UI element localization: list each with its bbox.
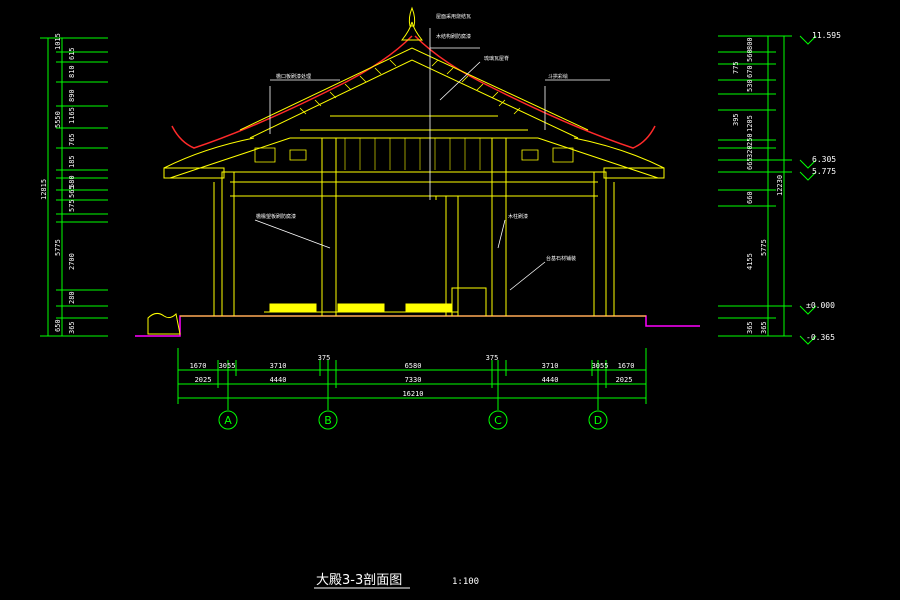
bottom-dimension-chain [177, 348, 647, 410]
dim-bottom-r1-4: 6580 [405, 362, 422, 370]
right-dimension-chain [718, 35, 792, 337]
column-a [221, 171, 235, 317]
note-platform: 台基石材铺装 [546, 255, 576, 262]
dim-right-14: 365 [746, 321, 754, 334]
elevation-markers: 11.595 6.305 5.775 ±0.000 -0.365 [799, 31, 841, 345]
dim-bottom-r1-2: 3710 [270, 362, 287, 370]
axis-bubbles: A B C D [218, 410, 608, 430]
elev-floor: ±0.000 [806, 301, 835, 310]
ground-platform [135, 312, 700, 337]
dim-left-12: 5775 [54, 239, 62, 256]
dim-bottom-r1-5: 375 [486, 354, 499, 362]
note-column: 木柱刷漆 [508, 213, 528, 220]
dim-left-0: 1015 [54, 33, 62, 50]
bottom-dimension-labels: 1670 3055 3710 375 6580 375 3710 3055 16… [190, 354, 635, 398]
drawing-title: 大殿3-3剖面图 [316, 573, 402, 588]
axis-b: B [318, 410, 338, 430]
svg-text:D: D [594, 414, 602, 427]
dim-left-9: 565 [68, 185, 76, 198]
left-dimension-labels: 1015 615 810 890 5550 1165 765 185 580 5… [40, 33, 76, 334]
dim-bottom-r1-3: 375 [318, 354, 331, 362]
dim-right-11: 5775 [760, 239, 768, 256]
dim-right-4: 775 [732, 61, 740, 74]
note-eave-board: 檐口板刷漆处理 [276, 73, 311, 80]
axis-d: D [588, 410, 608, 430]
dim-right-10: 665 [746, 157, 754, 170]
note-ridge: 琉璃瓦屋脊 [484, 55, 509, 62]
dim-left-13: 2700 [68, 253, 76, 270]
rafter-structure [163, 47, 665, 197]
dim-left-1: 615 [68, 47, 76, 60]
dim-right-13: 4155 [746, 253, 754, 270]
left-dimension-chain [40, 37, 108, 337]
dim-left-11: 12815 [40, 179, 48, 200]
dim-left-5: 1165 [68, 107, 76, 124]
dim-bottom-r1-0: 1670 [190, 362, 207, 370]
column-b [321, 137, 337, 317]
dim-bottom-r1-1: 3055 [219, 362, 236, 370]
note-wood-coating: 木结构刷防腐漆 [436, 33, 471, 40]
dim-left-14: 280 [68, 291, 76, 304]
dim-bottom-r2-2: 7330 [405, 376, 422, 384]
annotation-leaders [254, 28, 610, 291]
dim-left-10: 575 [68, 199, 76, 212]
note-rafter: 檐椽望板刷防腐漆 [256, 213, 296, 220]
dim-right-15: 365 [760, 321, 768, 334]
dim-right-6: 1205 [746, 115, 754, 132]
svg-text:A: A [224, 414, 232, 427]
dim-left-4: 5550 [54, 111, 62, 128]
dim-left-6: 765 [68, 133, 76, 146]
ridge-finial [400, 6, 424, 41]
dim-right-2: 670 [746, 65, 754, 78]
dim-bottom-r1-6: 3710 [542, 362, 559, 370]
dim-left-7: 185 [68, 155, 76, 168]
elev-ridge: 11.595 [812, 31, 841, 40]
columns [213, 137, 615, 317]
dim-bottom-r2-0: 2025 [195, 376, 212, 384]
dim-left-15: 650 [54, 319, 62, 332]
column-c [491, 137, 507, 317]
svg-text:B: B [324, 414, 332, 427]
dim-bottom-r2-4: 2025 [616, 376, 633, 384]
roof-outline [171, 35, 656, 149]
dim-right-9: 320 [746, 145, 754, 158]
drawing-title-block: 大殿3-3剖面图 1:100 [314, 573, 479, 589]
axis-a: A [218, 410, 238, 430]
elev-ground: -0.365 [806, 333, 835, 342]
dim-bottom-r2-3: 4440 [542, 376, 559, 384]
dim-right-0: 800 [746, 37, 754, 50]
right-dimension-labels: 800 560 670 530 775 12230 1205 250 395 3… [732, 37, 784, 334]
column-d [593, 171, 607, 317]
elev-eave-lower: 5.775 [812, 167, 836, 176]
note-roof-tile: 屋面采用烧结瓦 [436, 13, 471, 20]
dim-bottom-r1-7: 3055 [592, 362, 609, 370]
dim-left-8: 580 [68, 175, 76, 188]
drawing-scale: 1:100 [452, 577, 479, 587]
dim-bottom-total: 16210 [402, 390, 423, 398]
dim-left-2: 810 [68, 65, 76, 78]
dim-bottom-r2-1: 4440 [270, 376, 287, 384]
dim-right-1: 560 [746, 49, 754, 62]
annotation-texts: 屋面采用烧结瓦 木结构刷防腐漆 琉璃瓦屋脊 檐口板刷漆处理 斗拱彩绘 檐椽望板刷… [256, 13, 576, 262]
svg-text:C: C [494, 414, 502, 427]
dim-right-5: 12230 [776, 175, 784, 196]
dim-right-3: 530 [746, 79, 754, 92]
dim-right-8: 395 [732, 113, 740, 126]
dim-right-7: 250 [746, 133, 754, 146]
elev-eave-upper: 6.305 [812, 155, 836, 164]
axis-c: C [488, 410, 508, 430]
dim-bottom-r1-8: 1670 [618, 362, 635, 370]
dim-right-12: 660 [746, 191, 754, 204]
note-bracket: 斗拱彩绘 [548, 73, 568, 80]
dim-left-16: 365 [68, 321, 76, 334]
dim-left-3: 890 [68, 89, 76, 102]
